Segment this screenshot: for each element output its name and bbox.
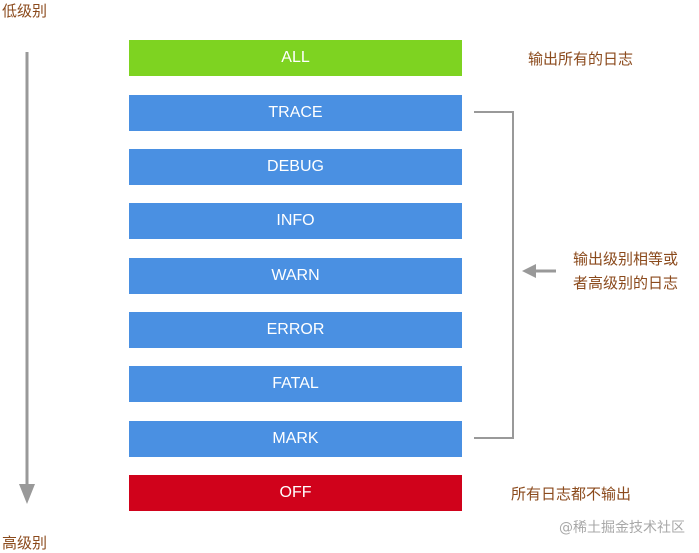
level-bar-label: OFF	[279, 484, 312, 501]
level-bar-label: INFO	[276, 212, 315, 229]
watermark: @稀土掘金技术社区	[559, 520, 685, 536]
level-bar-error: ERROR	[129, 312, 462, 348]
note-all: 输出所有的日志	[528, 50, 634, 68]
level-bar-label: DEBUG	[267, 158, 324, 175]
level-bar-label: ERROR	[266, 321, 325, 338]
note-off: 所有日志都不输出	[511, 485, 632, 503]
level-bar-label: TRACE	[268, 104, 323, 121]
level-bar-warn: WARN	[129, 258, 462, 294]
level-bar-mark: MARK	[129, 421, 462, 457]
level-bar-debug: DEBUG	[129, 149, 462, 185]
level-bar-label: MARK	[272, 430, 319, 447]
high-level-label: 高级别	[2, 534, 48, 552]
level-axis-arrowhead	[19, 484, 35, 504]
low-level-label: 低级别	[2, 2, 48, 20]
level-bar-fatal: FATAL	[129, 366, 462, 402]
level-bar-label: ALL	[281, 49, 310, 66]
level-bar-label: FATAL	[272, 375, 319, 392]
level-bar-label: WARN	[271, 267, 320, 284]
note-range-line1: 输出级别相等或	[573, 250, 679, 268]
range-pointer-arrowhead	[522, 264, 536, 278]
note-range-line2: 者高级别的日志	[573, 274, 679, 292]
note-range: 输出级别相等或 者高级别的日志	[573, 247, 678, 295]
level-bar-off: OFF	[129, 475, 462, 511]
level-bar-info: INFO	[129, 203, 462, 239]
level-bar-trace: TRACE	[129, 95, 462, 131]
range-bracket	[474, 111, 514, 439]
level-bar-all: ALL	[129, 40, 462, 76]
